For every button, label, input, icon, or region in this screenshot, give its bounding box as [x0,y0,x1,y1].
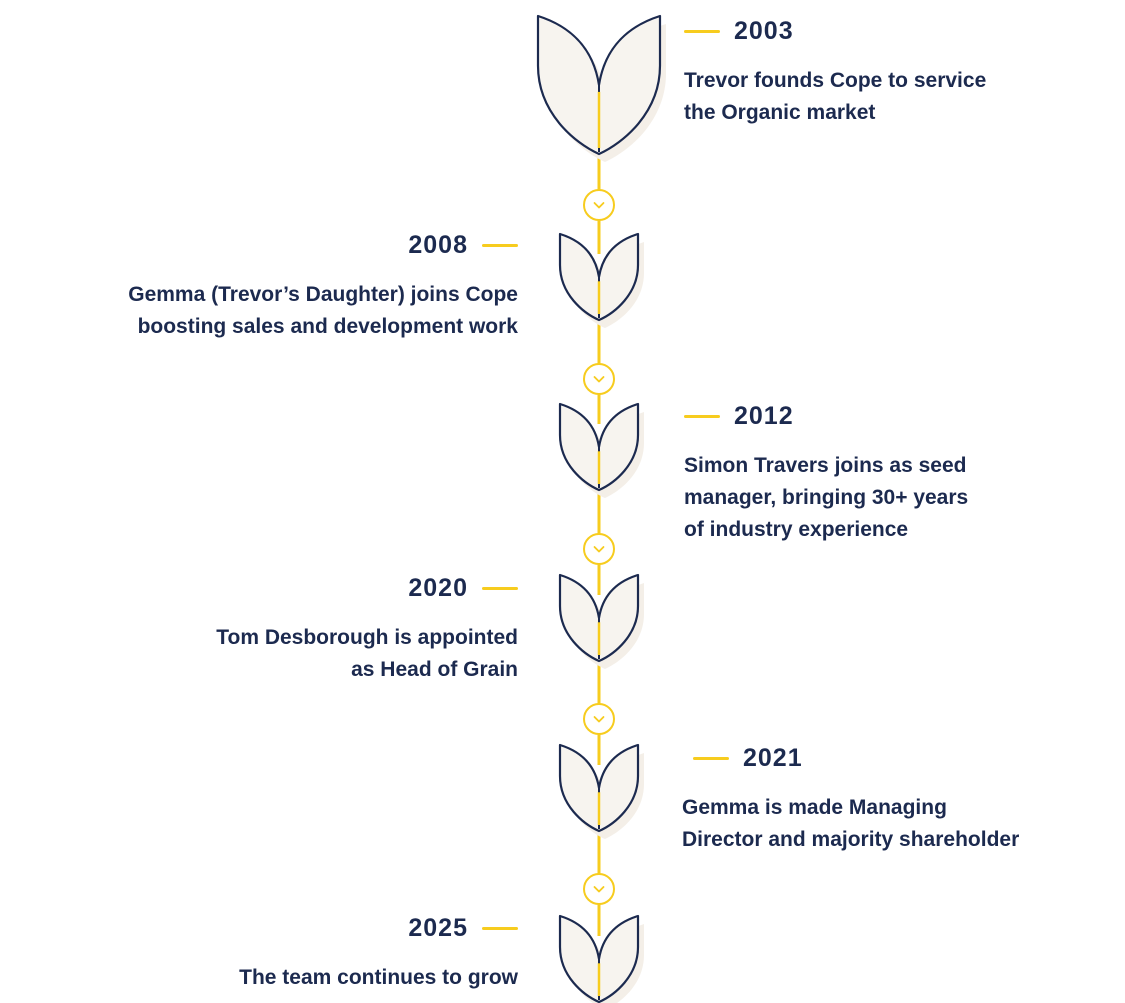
chevron-down-icon [583,873,615,905]
year-label: 2012 [684,401,968,431]
timeline-entry-2025: 2025 The team continues to grow [239,913,518,994]
chevron-down-icon [583,363,615,395]
year-label: 2008 [128,230,518,260]
year-text: 2012 [734,401,794,430]
year-dash [482,926,518,930]
year-text: 2020 [408,573,468,602]
chevron-down-icon [583,533,615,565]
leaf-icon [558,914,644,1003]
milestone-description: Trevor founds Cope to service the Organi… [684,69,987,124]
leaf-icon [558,743,644,839]
chevron-down-icon [583,703,615,735]
year-dash [482,243,518,247]
year-text: 2008 [408,230,468,259]
timeline-entry-2021: 2021 Gemma is made Managing Director and… [682,743,1019,856]
milestone-description: Gemma (Trevor’s Daughter) joins Cope boo… [128,283,518,338]
leaf-icon [558,232,644,328]
timeline-entry-2008: 2008 Gemma (Trevor’s Daughter) joins Cop… [128,230,518,343]
timeline-entry-2012: 2012 Simon Travers joins as seed manager… [684,401,968,546]
leaf-icon [536,14,666,162]
year-dash [684,414,720,418]
year-dash [684,29,720,33]
year-label: 2020 [216,573,518,603]
year-label: 2021 [693,743,1019,773]
year-text: 2021 [743,743,803,772]
leaf-icon [558,402,644,498]
year-dash [482,586,518,590]
chevron-down-icon [583,189,615,221]
timeline-entry-2003: 2003 Trevor founds Cope to service the O… [684,16,986,129]
leaf-icon [558,573,644,669]
milestone-description: Simon Travers joins as seed manager, bri… [684,454,969,541]
year-label: 2025 [239,913,518,943]
year-dash [693,756,729,760]
year-label: 2003 [684,16,986,46]
milestone-description: The team continues to grow [239,966,518,989]
timeline-entry-2020: 2020 Tom Desborough is appointed as Head… [216,573,518,686]
milestone-description: Tom Desborough is appointed as Head of G… [216,626,518,681]
year-text: 2025 [408,913,468,942]
milestone-description: Gemma is made Managing Director and majo… [682,796,1020,851]
year-text: 2003 [734,16,794,45]
